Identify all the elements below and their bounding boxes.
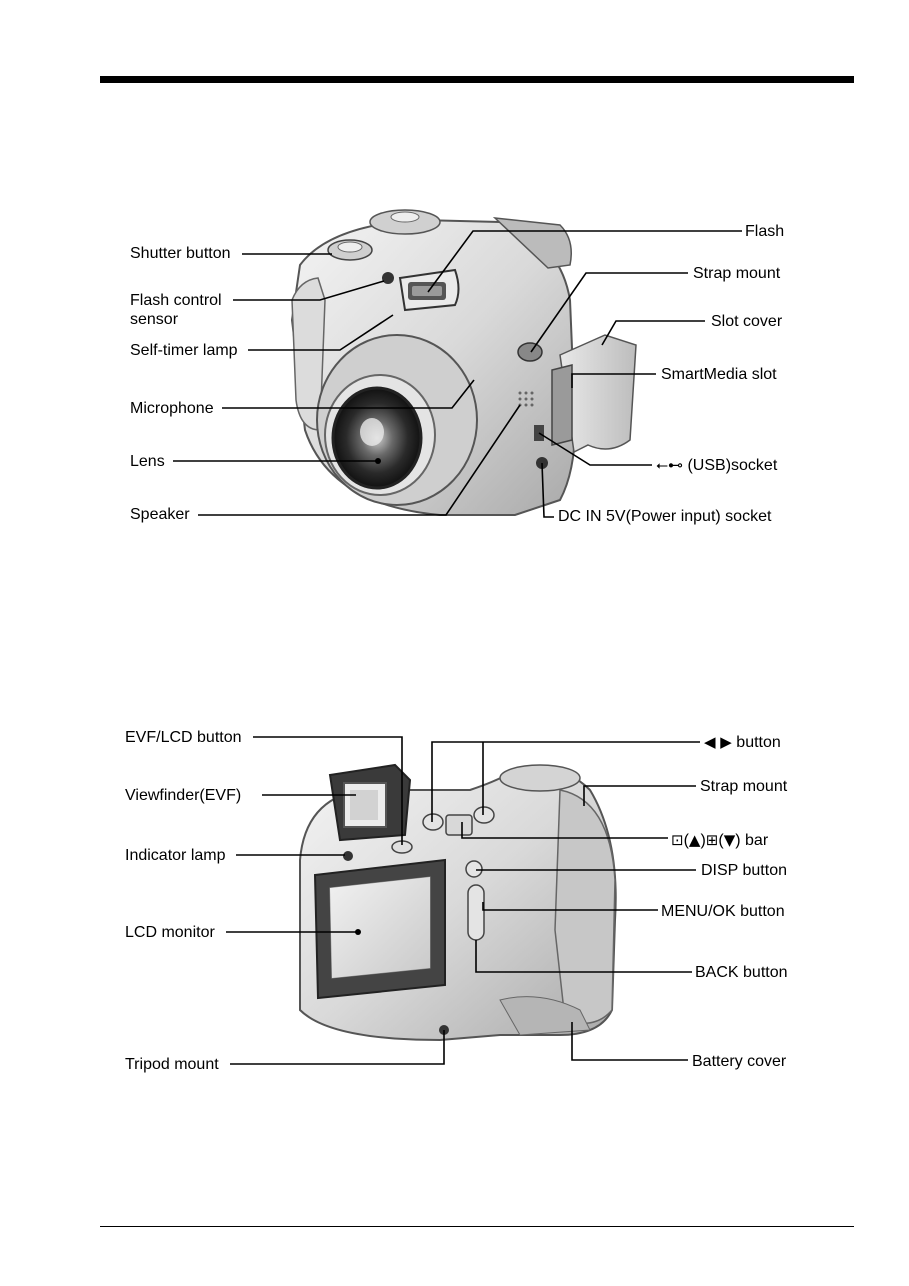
label-viewfinder: Viewfinder(EVF)	[125, 787, 242, 804]
front-leader-lines	[173, 230, 742, 518]
left-right-triangles-icon: ◀ ▶	[704, 733, 732, 751]
usb-icon: ⭠⊷	[656, 456, 684, 474]
up-triangle-icon: ▲	[688, 831, 701, 849]
label-slot-cover: Slot cover	[711, 313, 783, 330]
paren-open-1: (	[683, 832, 689, 849]
front-camera-drawing	[290, 209, 637, 516]
label-microphone: Microphone	[130, 400, 214, 417]
label-self-timer-lamp: Self-timer lamp	[130, 342, 238, 359]
label-battery-cover: Battery cover	[692, 1053, 787, 1070]
label-flash-control-sensor-line2: sensor	[130, 311, 179, 328]
label-lcd-monitor: LCD monitor	[125, 924, 215, 941]
label-strap-mount-back: Strap mount	[700, 778, 788, 795]
label-left-right-button: button	[736, 734, 781, 751]
label-left-right-button-row: ◀ ▶ button	[704, 733, 781, 752]
label-tripod-mount: Tripod mount	[125, 1056, 219, 1073]
label-usb-socket-row: ⭠⊷ (USB)socket	[656, 456, 777, 475]
paren-close-2: )	[735, 832, 741, 849]
label-usb-socket: (USB)socket	[687, 457, 778, 474]
label-dc-in-socket: DC IN 5V(Power input) socket	[558, 508, 772, 525]
label-menu-ok-button: MENU/OK button	[661, 903, 785, 920]
paren-open-2: (	[718, 832, 724, 849]
tele-zoom-icon: ⊡	[671, 831, 684, 849]
label-speaker: Speaker	[130, 506, 190, 523]
footer-rule	[100, 1226, 854, 1227]
label-lens: Lens	[130, 453, 165, 470]
label-zoom-bar-row: ⊡(▲)⊞(▼) bar	[671, 831, 768, 850]
label-strap-mount-front: Strap mount	[693, 265, 781, 282]
back-camera-drawing	[299, 763, 617, 1042]
label-indicator-lamp: Indicator lamp	[125, 847, 226, 864]
label-back-button: BACK button	[695, 964, 788, 981]
label-evf-lcd-button: EVF/LCD button	[125, 729, 242, 746]
label-smartmedia-slot: SmartMedia slot	[661, 366, 777, 383]
paren-close-1: )	[700, 832, 706, 849]
wide-zoom-icon: ⊞	[705, 831, 719, 849]
down-triangle-icon: ▼	[723, 831, 736, 849]
label-shutter-button: Shutter button	[130, 245, 231, 262]
label-disp-button: DISP button	[701, 862, 787, 879]
label-flash-control-sensor-line1: Flash control	[130, 292, 222, 309]
label-zoom-bar: bar	[745, 832, 769, 849]
back-leader-lines	[226, 736, 700, 1065]
label-flash: Flash	[745, 223, 785, 240]
header-rule	[100, 76, 854, 83]
